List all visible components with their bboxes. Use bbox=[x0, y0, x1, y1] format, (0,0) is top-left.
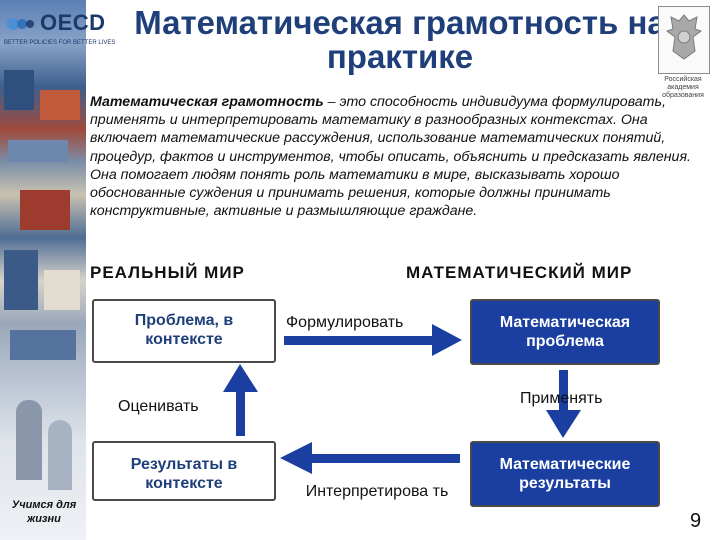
label-interpret: Интерпретирова ть bbox=[305, 483, 449, 500]
academy-emblem bbox=[658, 6, 710, 74]
box-math-results-label: Математические результаты bbox=[499, 456, 631, 492]
box-problem-in-context: Проблема, в контексте bbox=[92, 299, 276, 363]
definition-body: – это способность индивидуума формулиров… bbox=[90, 94, 691, 220]
oecd-wordmark: OECD bbox=[40, 10, 106, 35]
box-results-in-context: Результаты в контексте bbox=[92, 441, 276, 501]
box-math-results: Математические результаты bbox=[470, 441, 660, 507]
arrow-formulate bbox=[284, 324, 462, 356]
definition-text: Математическая грамотность – это способн… bbox=[90, 93, 708, 220]
emblem-caption: Российская академия образования bbox=[662, 76, 704, 99]
left-photo-strip bbox=[0, 0, 86, 540]
arrow-apply bbox=[546, 370, 581, 438]
label-evaluate: Оценивать bbox=[118, 398, 199, 415]
label-apply: Применять bbox=[520, 390, 603, 407]
eagle-emblem-icon bbox=[665, 14, 703, 60]
box-problem-in-context-label: Проблема, в контексте bbox=[134, 312, 234, 348]
arrow-interpret bbox=[280, 442, 460, 474]
label-formulate: Формулировать bbox=[286, 314, 404, 331]
heading-math-world: МАТЕМАТИЧЕСКИЙ МИР bbox=[406, 263, 633, 282]
page-number: 9 bbox=[690, 510, 702, 532]
box-math-problem: Математическая проблема bbox=[470, 299, 660, 365]
heading-real-world: РЕАЛЬНЫЙ МИР bbox=[90, 263, 245, 282]
box-math-problem-label: Математическая проблема bbox=[499, 314, 631, 350]
oecd-logo-icon bbox=[7, 18, 34, 30]
box-results-in-context-label: Результаты в контексте bbox=[130, 456, 238, 492]
page-title: Математическая грамотность на практике bbox=[134, 4, 666, 75]
arrow-evaluate bbox=[223, 364, 258, 436]
definition-term: Математическая грамотность bbox=[90, 94, 324, 110]
learn-for-life-caption: Учимся для жизни bbox=[11, 499, 77, 525]
oecd-tagline: BETTER POLICIES FOR BETTER LIVES bbox=[4, 40, 116, 46]
